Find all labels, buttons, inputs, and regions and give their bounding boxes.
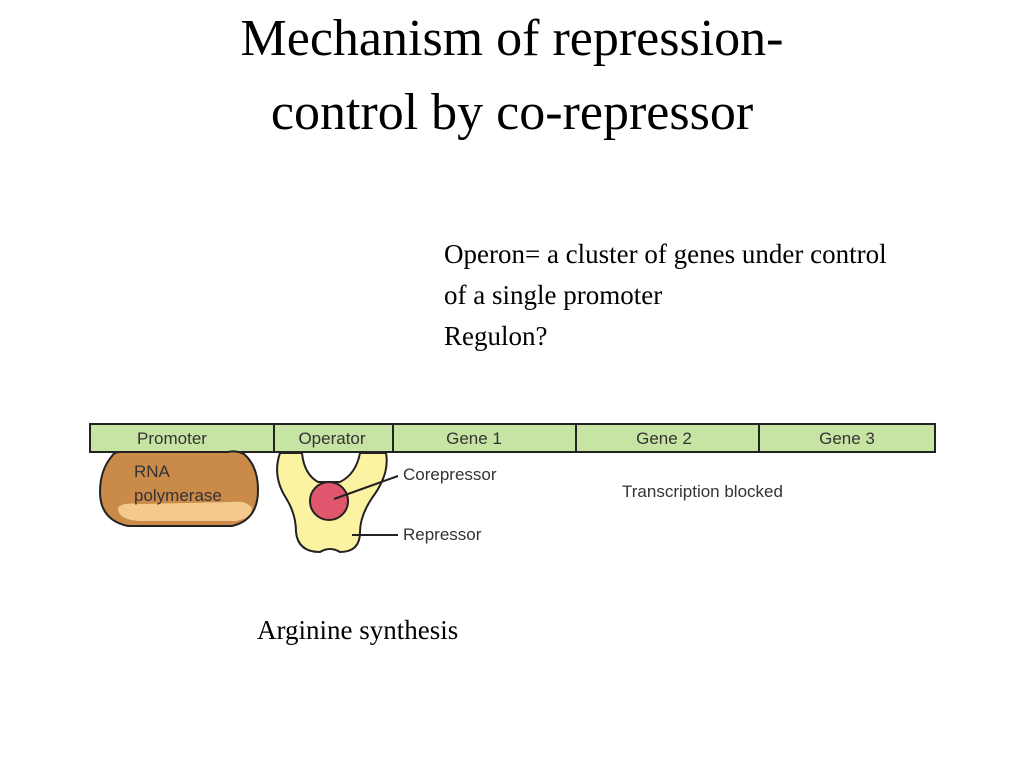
corepressor-shape [309, 481, 349, 521]
gene-1-label: Gene 1 [446, 429, 502, 448]
rna-polymerase-highlight [118, 501, 252, 521]
dna-bar: Promoter Operator Gene 1 Gene 2 Gene 3 [89, 423, 936, 453]
dna-segment-promoter [89, 423, 275, 453]
title-line-2: control by co-repressor [270, 84, 754, 141]
title-line-1: Mechanism of repression- [240, 10, 784, 67]
corepressor-label: Corepressor [403, 465, 497, 484]
rna-polymerase-label-line-1: RNA [134, 462, 171, 481]
repressor: Corepressor Repressor [276, 452, 497, 554]
repressor-label: Repressor [403, 525, 482, 544]
transcription-status-label: Transcription blocked [622, 482, 783, 501]
notes-line-2: of a single promoter [444, 280, 663, 310]
notes-line-3: Regulon? [444, 321, 548, 351]
dna-segment-gene-3 [758, 423, 936, 453]
caption: Arginine synthesis [257, 615, 459, 645]
dna-segment-gene-1 [392, 423, 577, 453]
corepressor-pointer [333, 475, 399, 500]
operon-notes: Operon= a cluster of genes under control… [444, 234, 887, 357]
gene-2-label: Gene 2 [636, 429, 692, 448]
rna-polymerase: RNA polymerase [98, 450, 260, 527]
notes-line-1: Operon= a cluster of genes under control [444, 239, 887, 269]
rna-polymerase-label-line-2: polymerase [134, 486, 222, 505]
dna-segment-gene-2 [575, 423, 760, 453]
gene-3-label: Gene 3 [819, 429, 875, 448]
operator-label: Operator [298, 429, 365, 448]
slide-title: Mechanism of repression- control by co-r… [0, 2, 1024, 150]
promoter-label: Promoter [137, 429, 207, 448]
